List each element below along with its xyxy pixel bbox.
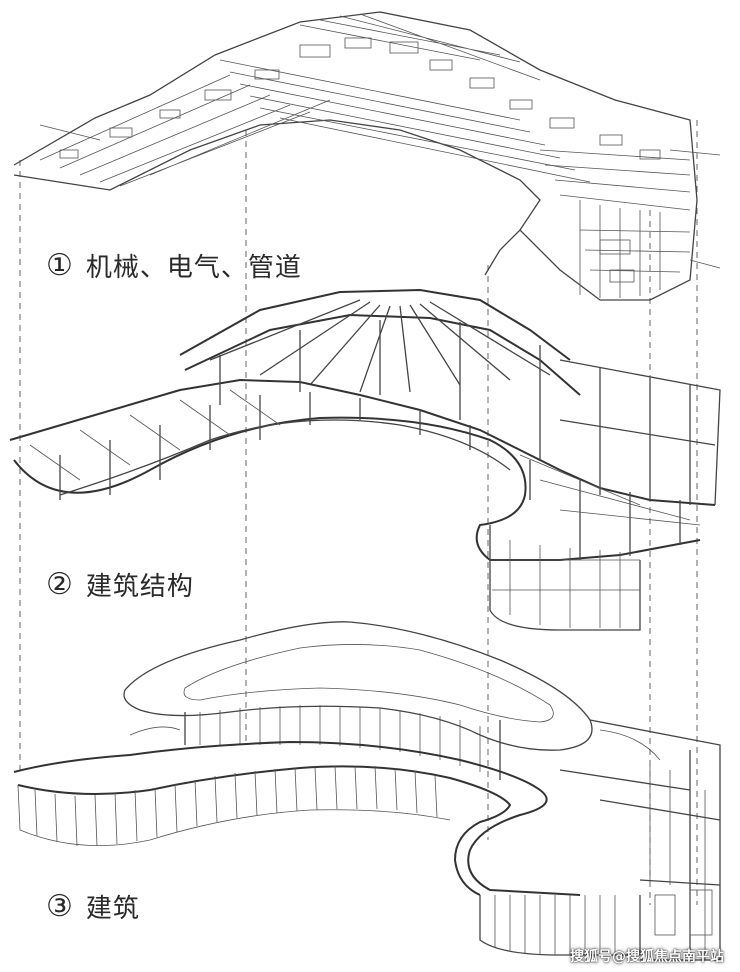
layer-label-architecture: ③ 建筑 [46, 888, 140, 925]
architecture-layer-drawing [13, 621, 721, 961]
layer-number-2: ② [46, 566, 74, 602]
layer-title-structure: 建筑结构 [85, 572, 194, 602]
layer-number-3: ③ [46, 888, 74, 924]
layer-title-mep: 机械、电气、管道 [85, 253, 302, 283]
projection-lines [19, 120, 698, 905]
watermark-text: 搜狐号@搜狐焦点南平站 [570, 949, 724, 965]
layer-label-structure: ② 建筑结构 [46, 566, 194, 603]
layer-label-mep: ① 机械、电气、管道 [46, 247, 302, 284]
layer-title-architecture: 建筑 [85, 894, 140, 924]
upper-curtain-wall [199, 705, 481, 772]
mep-layer-drawing [13, 11, 721, 301]
layer-number-1: ① [46, 247, 74, 283]
structure-layer-drawing [9, 288, 721, 631]
lower-curtain-wall [17, 765, 451, 847]
